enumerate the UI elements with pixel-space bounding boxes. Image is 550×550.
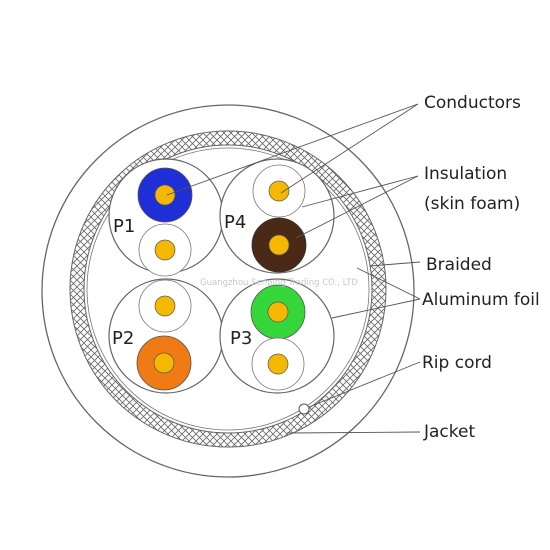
label-conductors: Conductors xyxy=(424,93,521,113)
label-skin-foam: (skin foam) xyxy=(424,194,520,214)
p3-green-conductor xyxy=(267,301,289,323)
leader-lines xyxy=(166,103,421,434)
braid-outer-edge xyxy=(69,130,387,448)
rip-cord xyxy=(298,403,310,415)
pair-label-p4: P4 xyxy=(224,212,246,233)
leader-braided xyxy=(369,261,421,267)
leader-rip-cord xyxy=(308,361,421,408)
pair-label-p3: P3 xyxy=(230,328,252,349)
p4-white-conductor xyxy=(268,180,290,202)
p2-orange-conductor xyxy=(153,352,175,374)
label-jacket: Jacket xyxy=(423,422,475,442)
leader-aluminum-foil-outer xyxy=(356,267,421,300)
pair-label-p2: P2 xyxy=(112,328,134,349)
label-insulation: Insulation xyxy=(424,164,507,184)
leader-jacket xyxy=(286,431,421,434)
p2-white-conductor xyxy=(154,295,176,317)
leader-insulation-p4-white xyxy=(301,175,419,208)
watermark: Guangzhou Senping Trading CO., LTD xyxy=(200,278,358,288)
label-aluminum-foil: Aluminum foil xyxy=(422,290,540,310)
p3-white-conductor xyxy=(267,353,289,375)
p1-blue-conductor xyxy=(154,184,176,206)
leader-aluminum-foil-pair xyxy=(331,298,421,319)
braid-inner-edge xyxy=(83,144,373,434)
braided-shield xyxy=(70,131,386,447)
leader-conductors-p1 xyxy=(166,103,419,196)
label-rip-cord: Rip cord xyxy=(422,353,492,373)
pair-label-p1: P1 xyxy=(113,216,135,237)
leader-insulation-p4-brown xyxy=(295,175,419,239)
p1-white-conductor xyxy=(154,239,176,261)
label-braided: Braided xyxy=(426,255,492,275)
p4-brown-conductor xyxy=(268,234,290,256)
leader-conductors-p4 xyxy=(280,103,419,194)
